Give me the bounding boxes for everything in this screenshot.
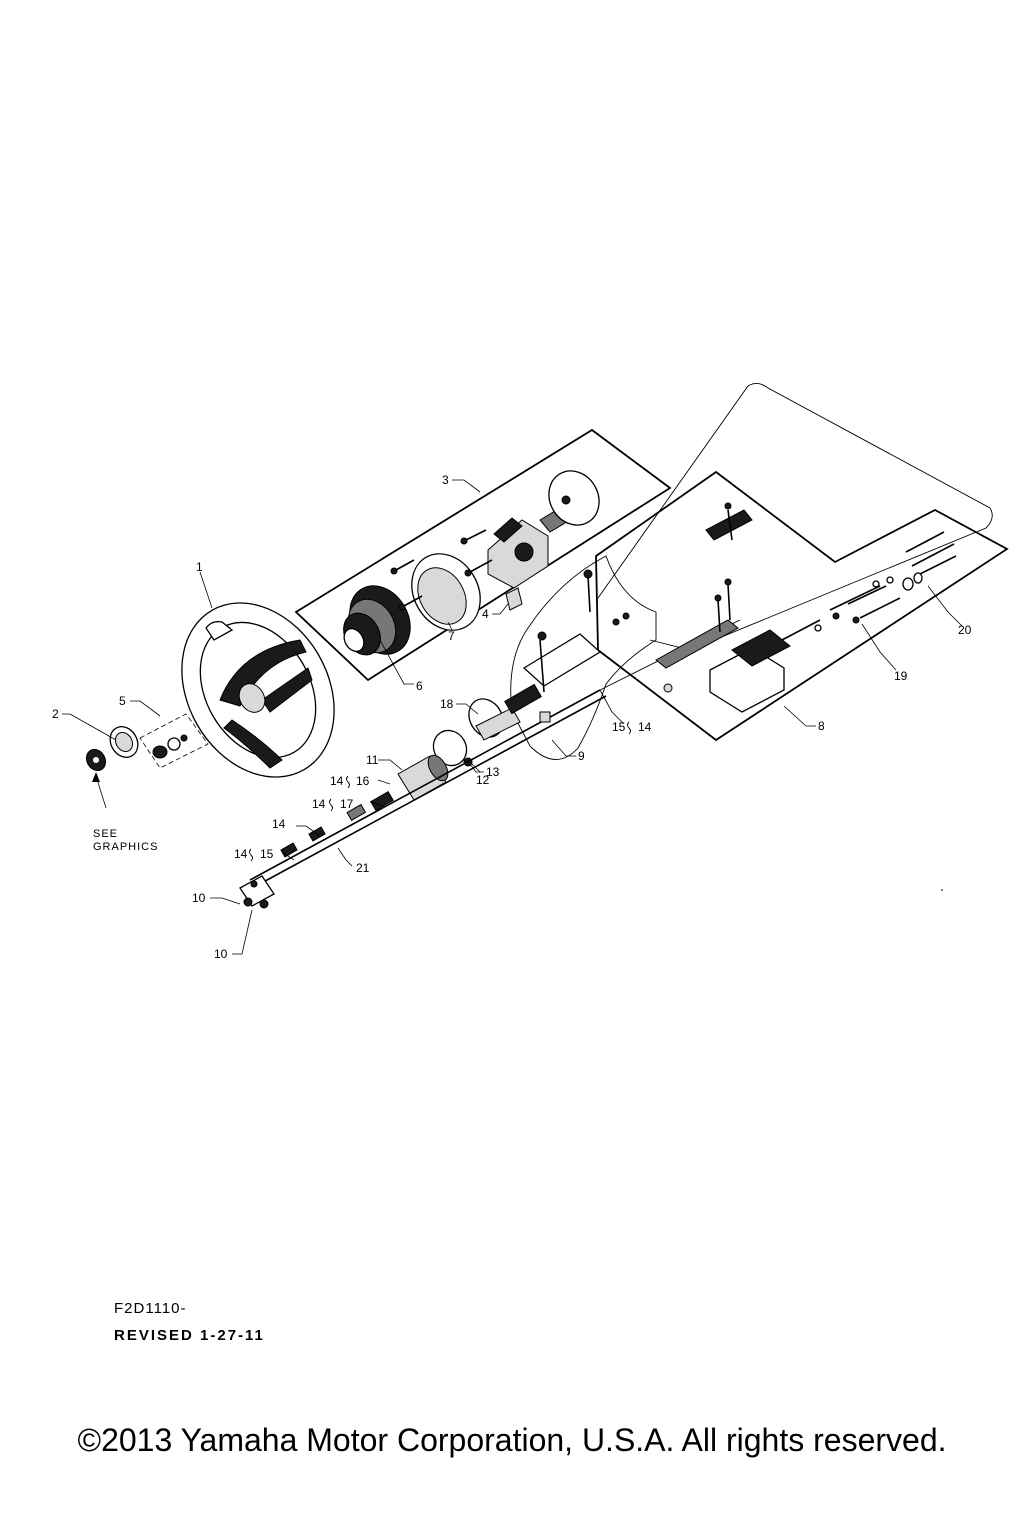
callout-labels: 1 2 3 4 5 6 7 8 9 10 10 11 12 13 14 15 1… xyxy=(52,473,972,961)
callout-15-14-a: 15 xyxy=(612,720,626,734)
see-graphics-line-1: SEE xyxy=(93,828,118,840)
callout-14-16-a: 14 xyxy=(330,774,344,788)
group-outline-9 xyxy=(510,555,657,760)
callout-10-bottom: 10 xyxy=(214,947,228,961)
callout-2: 2 xyxy=(52,707,59,721)
copyright-notice: ©2013 Yamaha Motor Corporation, U.S.A. A… xyxy=(77,1422,947,1458)
group-box-8 xyxy=(595,470,1009,742)
callout-6: 6 xyxy=(416,679,423,693)
callout-1: 1 xyxy=(196,560,203,574)
callout-7: 7 xyxy=(448,629,455,643)
callout-3: 3 xyxy=(442,473,449,487)
callout-14-17-a: 14 xyxy=(312,797,326,811)
column-bracket xyxy=(522,569,630,723)
callout-21: 21 xyxy=(356,861,370,875)
tilt-bracket-8 xyxy=(655,502,821,713)
emblem-disc xyxy=(85,748,107,772)
callout-18: 18 xyxy=(440,697,454,711)
block-part-4 xyxy=(505,587,523,611)
universal-joint xyxy=(239,875,275,909)
nut-washer-set xyxy=(152,734,188,759)
steering-wheel xyxy=(181,602,335,778)
column-spring xyxy=(504,683,542,715)
callout-19: 19 xyxy=(894,669,908,683)
callout-20: 20 xyxy=(958,623,972,637)
callout-pair-marks xyxy=(249,721,631,862)
callout-8: 8 xyxy=(818,719,825,733)
shaft-collars xyxy=(280,790,394,858)
cap-ring-2 xyxy=(109,726,139,758)
leader-lines xyxy=(62,479,963,955)
callout-9: 9 xyxy=(578,749,585,763)
callout-15-14-b: 14 xyxy=(638,720,652,734)
bolts-19-20 xyxy=(814,531,957,632)
callout-14-15-b: 15 xyxy=(260,847,274,861)
callout-14-16-b: 16 xyxy=(356,774,370,788)
callout-4: 4 xyxy=(482,607,489,621)
callout-10-top: 10 xyxy=(192,891,206,905)
group-box-5-dashed xyxy=(139,713,209,769)
callout-13: 13 xyxy=(486,765,500,779)
boot-18 xyxy=(468,698,521,741)
hub-cover-bellows xyxy=(343,585,411,656)
tilt-mechanism xyxy=(390,470,600,611)
callout-14: 14 xyxy=(272,817,286,831)
see-graphics-line-2: GRAPHICS xyxy=(93,841,158,853)
callout-12: 12 xyxy=(476,773,490,787)
group-box-3 xyxy=(294,428,672,682)
revision-note: REVISED 1-27-11 xyxy=(114,1327,265,1344)
callout-14-17-b: 17 xyxy=(340,797,354,811)
callout-11: 11 xyxy=(366,753,379,767)
assembly-outline-thin xyxy=(597,383,993,651)
callout-14-15-a: 14 xyxy=(234,847,248,861)
callout-5: 5 xyxy=(119,694,126,708)
drawing-code: F2D1110- xyxy=(114,1300,187,1317)
ring-part xyxy=(411,553,481,631)
